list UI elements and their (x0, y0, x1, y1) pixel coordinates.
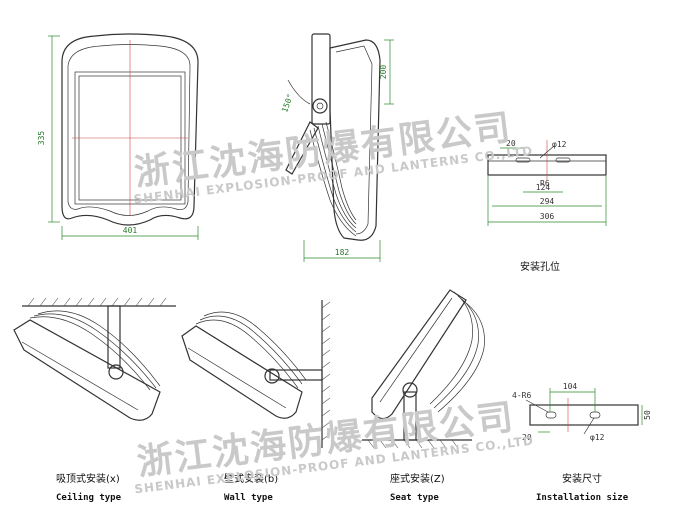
side-bracket-dim: 200 (379, 65, 388, 80)
label-size-en: Installation size (536, 492, 629, 503)
wall-mount (181, 300, 331, 448)
install-dim-4r6: 4-R6 (512, 391, 531, 400)
hole-dim-294: 294 (540, 197, 555, 206)
side-depth-dim: 182 (335, 248, 350, 257)
watermark-bottom: 浙江沈海防爆有限公司 SHENHAI EXPLOSION-PROOF AND L… (134, 397, 535, 497)
front-inner-frame (67, 44, 191, 216)
hole-dim-phi12: φ12 (552, 140, 567, 149)
front-width-dim: 401 (123, 226, 138, 235)
hole-view: 20 φ12 R6 124 294 306 安装孔位 (487, 139, 607, 273)
hole-dim-124: 124 (536, 183, 551, 192)
side-bracket (311, 33, 331, 125)
install-dim-50: 50 (643, 410, 652, 420)
label-seat-en: Seat type (390, 493, 439, 503)
label-seat-cn: 座式安装(Z) (390, 472, 445, 485)
side-housing (329, 39, 381, 241)
label-size-cn: 安装尺寸 (562, 472, 602, 485)
install-dim-phi12: φ12 (590, 433, 605, 442)
install-size-view: 104 4-R6 50 20 φ12 (512, 382, 652, 442)
label-wall-cn: 壁式安装(b) (224, 472, 278, 485)
label-wall-en: Wall type (224, 493, 273, 503)
side-view: 150° 200 182 (280, 33, 394, 262)
side-angle-dim: 150° (280, 93, 295, 114)
install-dim-20: 20 (522, 433, 532, 442)
front-view: 335 401 (37, 33, 199, 240)
hole-dim-306: 306 (540, 212, 555, 221)
install-type-labels: 吸顶式安装(x) Ceiling type 壁式安装(b) Wall type … (56, 472, 629, 503)
install-size-plate (529, 404, 639, 426)
install-dim-104: 104 (563, 382, 578, 391)
seat-mount (362, 289, 485, 449)
hole-dim-20: 20 (506, 139, 516, 148)
hole-view-title: 安装孔位 (520, 260, 560, 273)
side-pivot (312, 98, 328, 114)
label-ceiling-en: Ceiling type (56, 492, 122, 503)
ceiling-mount (13, 297, 176, 421)
hole-dim-r6: R6 (540, 179, 550, 188)
front-height-dim: 335 (37, 131, 46, 146)
front-housing (61, 33, 199, 226)
label-ceiling-cn: 吸顶式安装(x) (56, 472, 120, 485)
